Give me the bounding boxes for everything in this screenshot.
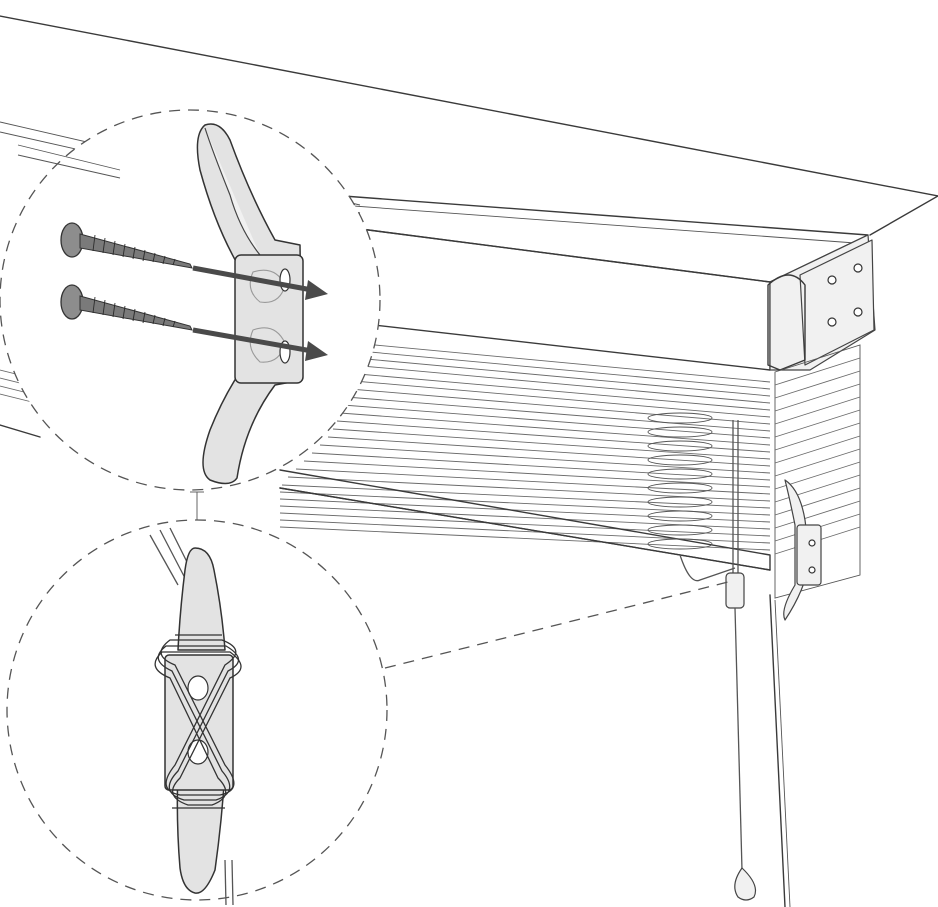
screw-top: [60, 222, 193, 269]
callout-cord-wrapping: [6, 519, 388, 906]
mounted-cleat: [783, 479, 822, 621]
window-frame: [0, 15, 938, 907]
end-cap-bracket: [767, 234, 876, 371]
insert-arrow-top: [192, 265, 328, 300]
cleat-hook-wrapped: [164, 547, 234, 894]
callout-leader: [384, 581, 729, 669]
callout-screw-mounting: [0, 109, 381, 491]
roller-blind: [0, 194, 876, 621]
screw-bottom: [60, 284, 193, 331]
cord-cutouts: [647, 412, 713, 550]
insert-arrow-bottom: [192, 327, 328, 361]
cord-figure-eight: [154, 634, 242, 809]
pull-cord: [725, 420, 757, 901]
stacked-blind-side: [774, 344, 861, 599]
